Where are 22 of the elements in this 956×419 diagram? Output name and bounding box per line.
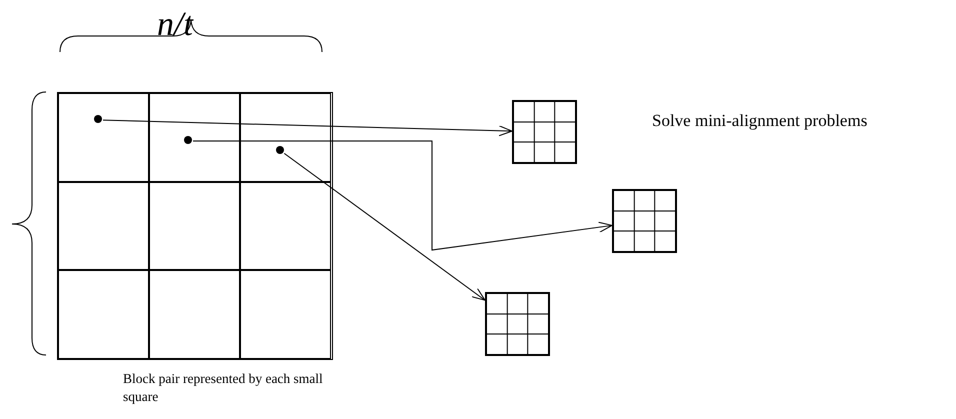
grid-cell xyxy=(149,93,240,182)
grid-cell xyxy=(58,93,149,182)
caption-text: Block pair represented by each small square xyxy=(123,370,323,406)
dot-marker xyxy=(184,136,192,144)
dot-marker xyxy=(276,146,284,154)
grid-cell xyxy=(240,182,331,270)
arrow xyxy=(284,152,486,301)
mini-grid xyxy=(485,292,550,356)
grid-cell xyxy=(149,270,240,359)
grid-cell xyxy=(149,182,240,270)
dimension-label: n/t xyxy=(157,5,194,45)
dot-marker xyxy=(94,115,102,123)
mini-grid xyxy=(512,100,577,164)
grid-cell xyxy=(240,270,331,359)
mini-grid xyxy=(612,189,677,253)
grid-cell xyxy=(240,93,331,182)
grid-cell xyxy=(58,182,149,270)
grid-cell xyxy=(58,270,149,359)
arrow xyxy=(102,120,512,136)
arrow xyxy=(192,140,612,251)
note-text: Solve mini-alignment problems xyxy=(652,110,868,132)
block-grid xyxy=(57,92,333,360)
